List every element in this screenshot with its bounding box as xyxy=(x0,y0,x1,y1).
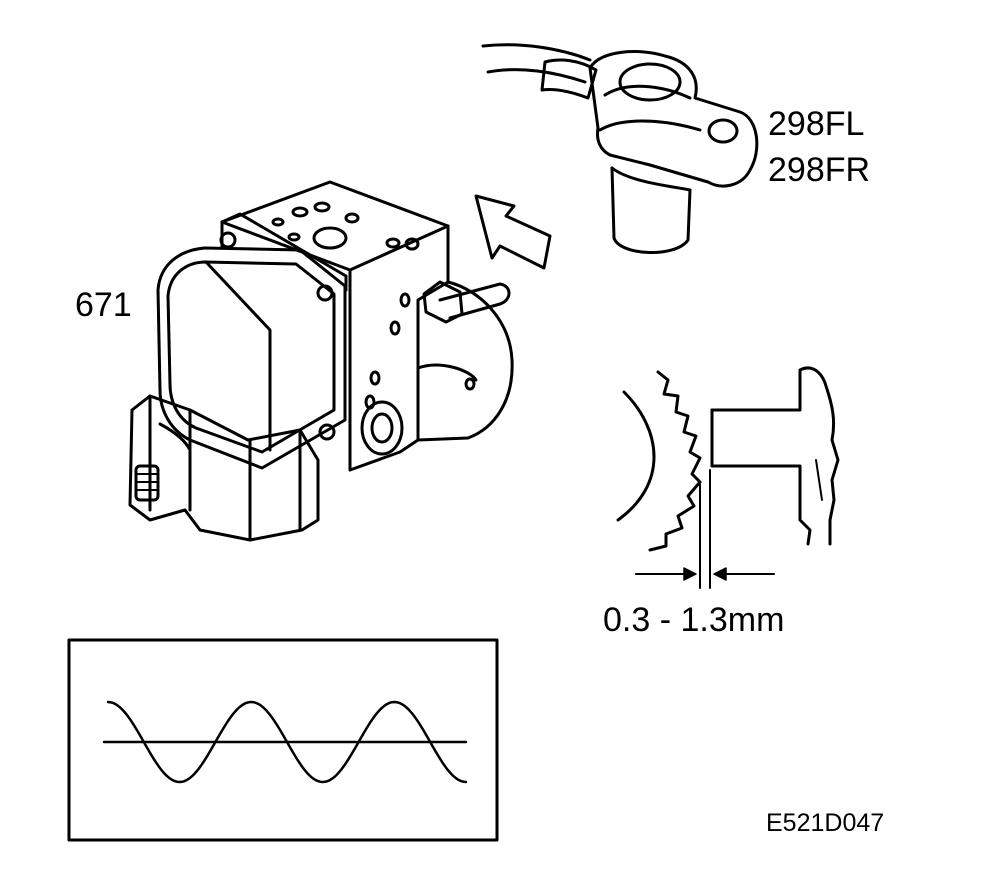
port xyxy=(271,217,285,227)
sensor-tip-face xyxy=(710,408,812,546)
sensor-probe-top xyxy=(610,166,692,192)
sensor-housing-edge xyxy=(598,119,702,132)
pump-motor xyxy=(416,280,514,442)
valve-block-top xyxy=(220,180,450,272)
sine-waveform xyxy=(106,700,468,784)
port xyxy=(369,370,381,386)
sensor-cable-upper xyxy=(481,43,592,62)
port xyxy=(404,237,420,251)
signal-waveform-panel xyxy=(67,638,499,842)
tone-ring-arc xyxy=(616,390,656,522)
abs-unit-reference-label: 671 xyxy=(75,286,132,324)
port xyxy=(464,377,476,391)
tone-ring-teeth xyxy=(648,370,702,552)
sensor-tip xyxy=(710,366,840,546)
sensor-housing-ridge xyxy=(603,84,692,100)
figure-code-label: E521D047 xyxy=(766,809,885,837)
port xyxy=(313,201,331,213)
sensor-reference-label-right: 298FR xyxy=(768,151,871,189)
connector-latch xyxy=(158,422,192,452)
waveform-frame xyxy=(67,638,499,842)
sensor-tip-detail xyxy=(815,459,823,501)
sensor-mount-hole xyxy=(707,118,739,144)
sensor-housing xyxy=(588,50,759,188)
ecu-cover-crease xyxy=(204,260,272,452)
screw xyxy=(318,423,336,441)
air-gap-label: 0.3 - 1.3mm xyxy=(603,601,785,639)
ecu-flange-top xyxy=(220,212,348,292)
sensor-cable-boot xyxy=(540,58,598,100)
ecu-cover xyxy=(156,246,347,470)
air-gap-detail xyxy=(616,366,840,589)
port xyxy=(399,292,411,308)
connector-housing xyxy=(128,394,320,542)
sensor-probe xyxy=(610,166,692,254)
port xyxy=(291,206,309,218)
sensor-cable-lower xyxy=(486,68,587,84)
ecu-cover-inner xyxy=(166,260,336,454)
port xyxy=(287,232,301,242)
outlet-port-inner xyxy=(370,412,394,444)
dimension-arrowhead xyxy=(683,567,697,581)
port xyxy=(312,226,348,250)
screw xyxy=(316,284,334,302)
fitting-pin xyxy=(438,282,511,320)
abs-hydraulic-unit xyxy=(128,180,514,542)
wheel-speed-sensor xyxy=(481,43,759,254)
arrow-icon xyxy=(474,194,552,270)
pump-motor-seam xyxy=(416,363,478,382)
sensor-cap xyxy=(618,62,682,102)
sensor-reference-label-left: 298FL xyxy=(768,105,865,143)
screw xyxy=(219,231,237,249)
port xyxy=(385,237,401,249)
connector-plug xyxy=(134,464,160,502)
connector-pins xyxy=(137,473,157,491)
port xyxy=(389,320,401,336)
valve-block-side xyxy=(348,224,450,472)
outlet-port xyxy=(360,400,404,456)
port xyxy=(344,212,360,224)
dimension-arrowhead xyxy=(713,567,727,581)
